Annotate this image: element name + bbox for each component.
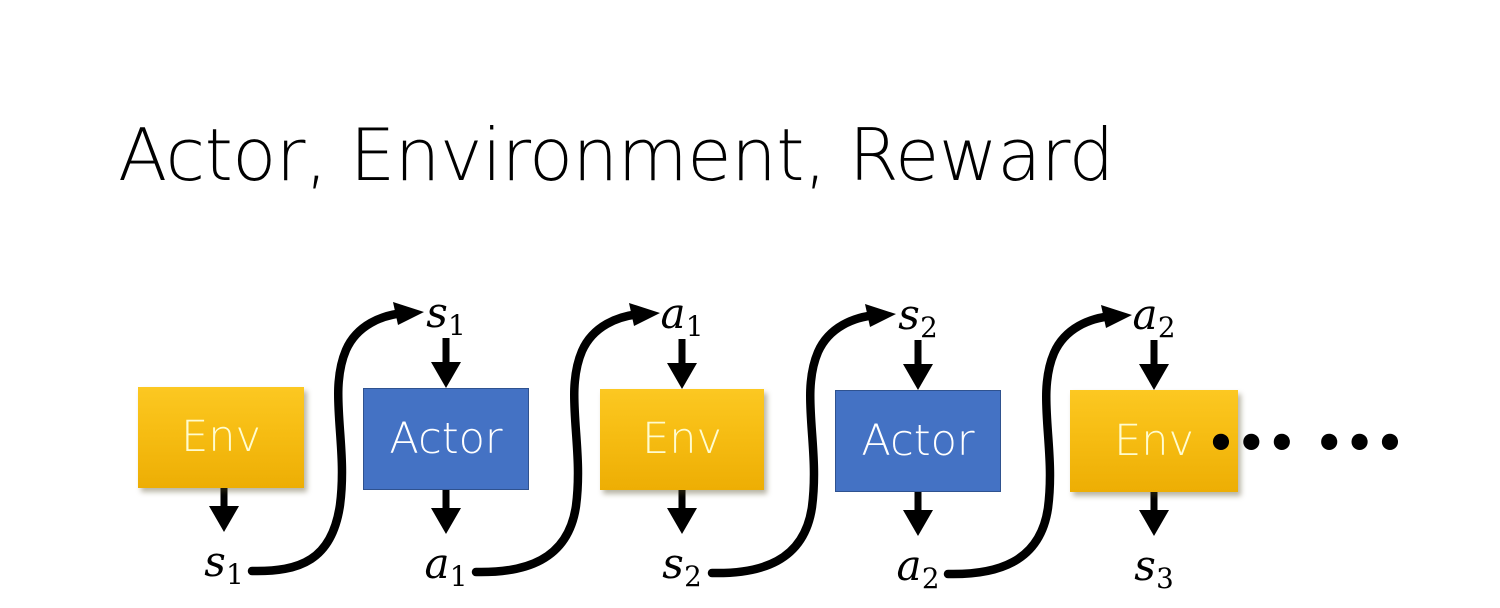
label-env1-output-sub: 1: [226, 558, 244, 592]
label-actor1-input-base: s: [426, 288, 448, 337]
node-actor1-label: Actor: [389, 413, 503, 464]
node-actor1[interactable]: Actor: [363, 388, 529, 490]
node-env1[interactable]: Env: [138, 387, 304, 488]
node-env3[interactable]: Env: [1070, 390, 1238, 492]
label-env3-output-s3: s3: [1134, 545, 1173, 593]
label-env3-input-base: a: [1132, 290, 1158, 339]
node-env2-label: Env: [642, 414, 722, 464]
label-env2-input-base: a: [660, 289, 686, 338]
arrow-into-env2: [667, 339, 697, 389]
node-env3-label: Env: [1114, 415, 1194, 466]
label-actor2-input-s2: s2: [898, 294, 937, 342]
node-env2[interactable]: Env: [600, 389, 764, 490]
label-env2-output-sub: 2: [684, 560, 702, 594]
arrow-out-env3: [1139, 492, 1169, 536]
sequence-continues-ellipsis: ••• •••: [1206, 416, 1406, 470]
node-actor2[interactable]: Actor: [835, 390, 1001, 492]
arrow-out-actor1: [431, 490, 461, 534]
arrow-into-env3: [1139, 340, 1169, 390]
label-env2-output-s2: s2: [662, 543, 701, 591]
arrow-into-actor1: [431, 338, 461, 388]
page-title: Actor, Environment, Reward: [118, 113, 1114, 197]
label-actor1-output-base: a: [424, 539, 450, 588]
label-env2-input-sub: 1: [685, 310, 704, 344]
label-actor2-output-sub: 2: [921, 562, 940, 596]
label-env3-input-sub: 2: [1157, 311, 1176, 345]
label-env1-output-s1: s1: [204, 541, 243, 589]
label-env3-output-sub: 3: [1156, 562, 1174, 596]
label-env2-input-a1: a1: [661, 293, 704, 341]
node-actor2-label: Actor: [861, 415, 975, 466]
arrow-into-actor2: [903, 340, 933, 390]
arrow-out-env1: [209, 488, 239, 532]
label-env2-output-base: s: [662, 539, 684, 588]
label-actor1-input-sub: 1: [448, 309, 466, 343]
label-actor2-input-sub: 2: [920, 311, 938, 345]
label-actor2-output-base: a: [896, 541, 922, 590]
label-actor1-input-s1: s1: [426, 292, 465, 340]
label-actor1-output-sub: 1: [449, 560, 468, 594]
node-env1-label: Env: [181, 412, 261, 462]
label-actor2-input-base: s: [898, 290, 920, 339]
label-env3-input-a2: a2: [1133, 294, 1176, 342]
label-env1-output-base: s: [204, 537, 226, 586]
arrow-out-actor2: [903, 492, 933, 536]
arrow-out-env2: [667, 490, 697, 534]
label-actor1-output-a1: a1: [425, 543, 468, 591]
label-env3-output-base: s: [1134, 541, 1156, 590]
label-actor2-output-a2: a2: [897, 545, 940, 593]
